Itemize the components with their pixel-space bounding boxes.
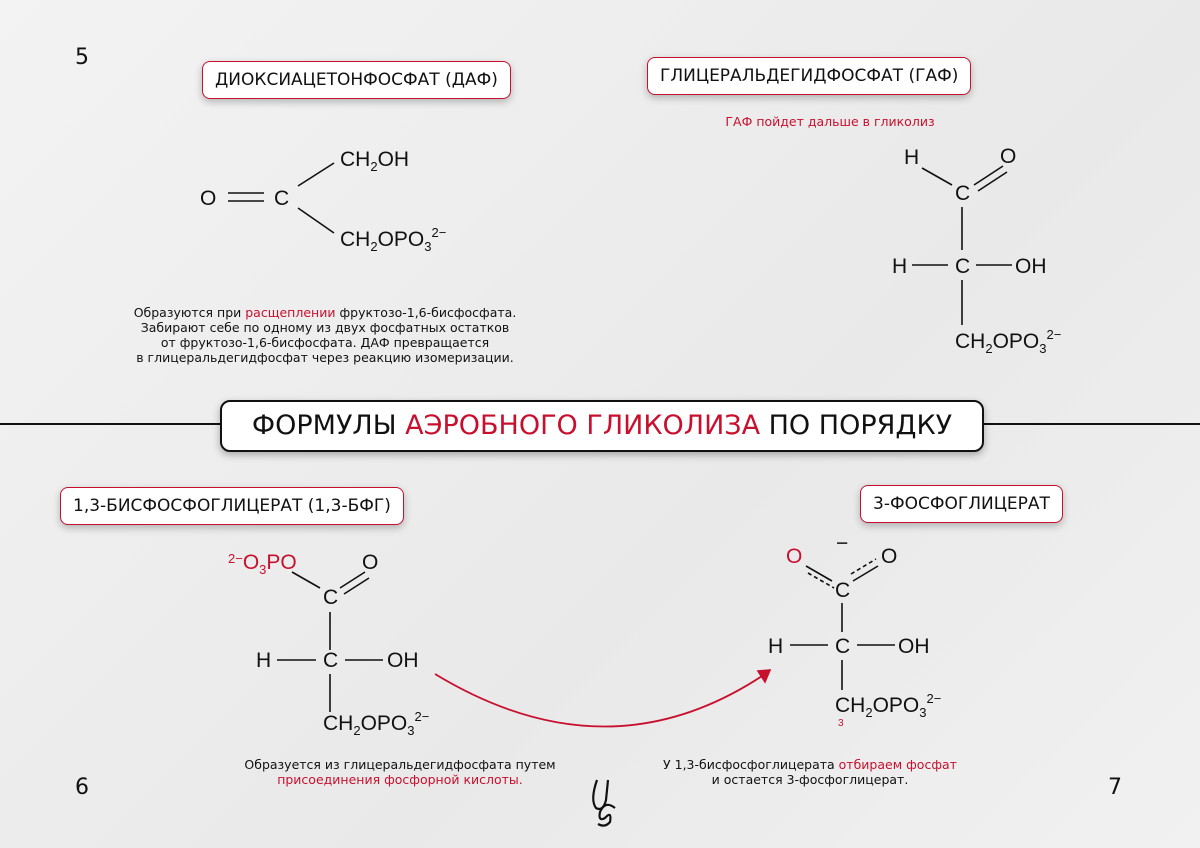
text: от фруктозо-1,6-бисфосфата. ДАФ превраща… (160, 335, 490, 350)
gaf-label: ГЛИЦЕРАЛЬДЕГИДФОСФАТ (ГАФ) (647, 57, 972, 95)
bfg-label: 1,3-БИСФОСФОГЛИЦЕРАТ (1,3-БФГ) (60, 487, 404, 525)
svg-text:O: O (786, 545, 802, 568)
svg-text:CH2OPO32−: CH2OPO32− (323, 709, 429, 738)
text: Образуются при (133, 305, 246, 320)
gaf-structure: H O C H C OH CH2OPO32− (892, 145, 1061, 356)
daf-structure: O C CH2OH CH2OPO32− (200, 148, 446, 254)
highlight: присоединения фосфорной кислоты. (277, 772, 523, 787)
text: Забирают себе по одному из двух фосфатны… (140, 320, 510, 335)
svg-text:H: H (256, 649, 271, 672)
svg-text:OH: OH (387, 649, 419, 672)
svg-text:CH2OPO32−: CH2OPO32− (340, 225, 446, 254)
svg-text:O: O (1000, 145, 1016, 168)
gaf-note: ГАФ пойдет дальше в гликолиз (725, 114, 935, 129)
title-text: ФОРМУЛЫ (251, 410, 406, 441)
svg-text:−: − (836, 532, 848, 555)
svg-text:O: O (881, 545, 897, 568)
divider (978, 423, 1200, 425)
bfg-structure: 2−O3PO O C H C OH CH2OPO32− (228, 551, 429, 738)
text: Образуется из глицеральдегидфосфата путе… (244, 757, 556, 772)
page-title: ФОРМУЛЫ АЭРОБНОГО ГЛИКОЛИЗА ПО ПОРЯДКУ (220, 400, 984, 452)
page-number: 5 (75, 45, 89, 70)
text: У 1,3-бисфосфоглицерата (663, 757, 839, 772)
highlight: отбираем фосфат (838, 757, 957, 772)
svg-text:H: H (904, 146, 919, 169)
title-text: ПО ПОРЯДКУ (760, 410, 953, 441)
daf-note: Образуются при расщеплении фруктозо-1,6-… (100, 305, 550, 365)
atom: O (200, 187, 216, 210)
svg-text:C: C (323, 586, 338, 609)
pg3-structure: O − O C H C OH CH2OPO32− 3 (768, 532, 941, 729)
highlight: расщеплении (245, 305, 336, 320)
svg-text:CH2OH: CH2OH (340, 148, 409, 174)
title-highlight: АЭРОБНОГО ГЛИКОЛИЗА (405, 410, 761, 441)
svg-text:CH2OPO32−: CH2OPO32− (955, 327, 1061, 356)
text: и остается 3-фосфоглицерат. (711, 772, 909, 787)
logo (592, 779, 616, 827)
svg-text:C: C (955, 255, 970, 278)
daf-label: ДИОКСИАЦЕТОНФОСФАТ (ДАФ) (202, 61, 511, 99)
page-number: 6 (75, 775, 89, 800)
bfg-note: Образуется из глицеральдегидфосфата путе… (230, 757, 570, 787)
page-number: 7 (1108, 775, 1122, 800)
atom: C (274, 187, 289, 210)
svg-text:OH: OH (898, 635, 930, 658)
svg-text:2−O3PO: 2−O3PO (228, 551, 297, 577)
pg3-label: 3-ФОСФОГЛИЦЕРАТ (860, 485, 1063, 523)
svg-text:CH2OPO32−: CH2OPO32− (835, 691, 941, 720)
svg-text:O: O (362, 551, 378, 574)
text: фруктозо-1,6-бисфосфата. (335, 305, 517, 320)
svg-text:C: C (835, 635, 850, 658)
svg-text:H: H (768, 635, 783, 658)
svg-text:OH: OH (1015, 255, 1047, 278)
svg-text:H: H (892, 255, 907, 278)
svg-text:C: C (323, 649, 338, 672)
svg-text:C: C (835, 579, 850, 602)
arrow-head-icon (756, 669, 772, 684)
carbon-number: 3 (838, 718, 844, 729)
pg3-note: У 1,3-бисфосфоглицерата отбираем фосфат … (650, 757, 970, 787)
svg-text:C: C (955, 182, 970, 205)
divider (0, 423, 222, 425)
text: в глицеральдегидфосфат через реакцию изо… (136, 350, 514, 365)
reaction-arrow (434, 671, 769, 728)
